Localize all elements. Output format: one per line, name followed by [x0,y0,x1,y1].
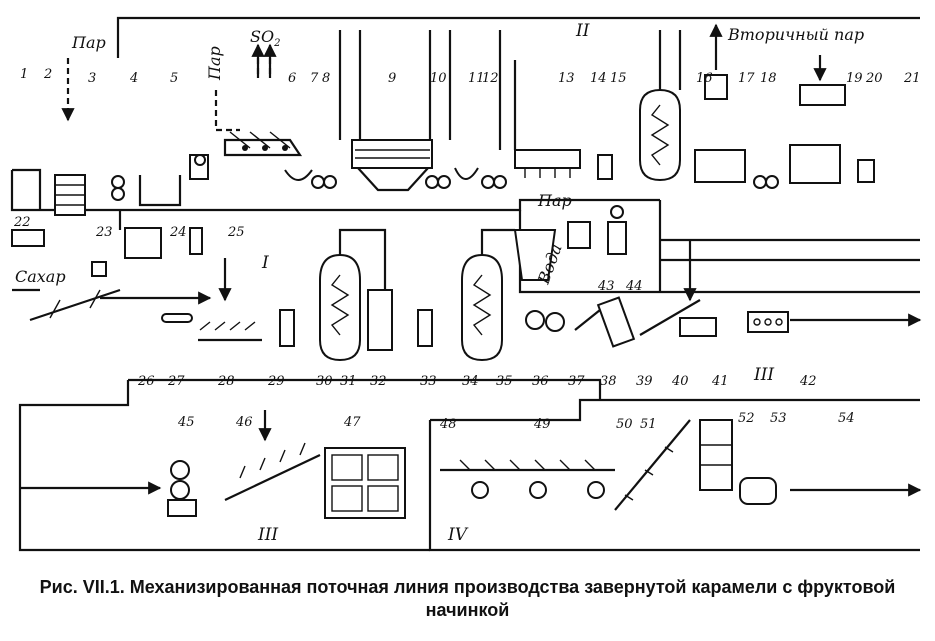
steam-label-3: Пар [537,191,572,210]
callout-24: 24 [169,225,187,240]
station-19-20-21 [789,55,875,184]
callout-22: 22 [13,215,31,230]
callout-49: 49 [533,417,551,432]
callout-5: 5 [170,71,178,86]
callout-46: 46 [235,415,253,430]
callout-14: 14 [590,71,607,86]
callout-17: 17 [738,71,755,86]
callout-41: 41 [711,374,729,389]
callout-52: 52 [738,411,755,426]
callout-42: 42 [799,374,817,389]
section-III-label-b: III [257,525,278,545]
station-36-to-42 [525,296,789,348]
secondary-steam-label: Вторичный пар [727,25,864,44]
callout-51: 51 [640,417,657,432]
callout-4: 4 [129,71,138,86]
callout-37: 37 [568,374,585,389]
section-II-label: II [575,21,590,41]
callout-39: 39 [636,374,653,389]
callout-7: 7 [310,71,319,86]
callout-31: 31 [340,374,357,389]
callout-32: 32 [370,374,387,389]
callout-13: 13 [558,71,575,86]
callout-34: 34 [462,374,479,389]
station-29-to-35 [279,229,557,362]
section-boundaries [10,16,920,552]
callout-53: 53 [770,411,787,426]
callout-43: 43 [597,279,615,294]
station-6-sulfiter [223,131,303,157]
station-22-23-24-25 [11,227,203,277]
station-15-cooker [639,88,681,182]
callout-33: 33 [420,374,437,389]
callout-9: 9 [388,71,396,86]
section-I-label: I [261,253,269,273]
callout-27: 27 [167,374,185,389]
callout-44: 44 [625,279,643,294]
station-1-tank [12,168,86,216]
steam-label-2: Пар [205,46,224,81]
station-10-11-12 [425,167,507,189]
station-7-8 [284,169,337,189]
steam-label-1: Пар [71,33,106,52]
steam-inputs [61,23,723,132]
station-9-boiler [351,139,433,192]
callout-10: 10 [430,71,447,86]
figure-caption: Рис. VII.1. Механизированная поточная ли… [39,577,896,620]
callout-3: 3 [88,71,96,86]
station-26-27-28 [29,288,262,342]
callout-16: 16 [696,71,713,86]
callout-8: 8 [322,71,330,86]
callout-6: 6 [288,71,296,86]
section-IV-label: IV [447,525,469,545]
callout-54: 54 [838,411,855,426]
sugar-label: Сахар [15,267,66,286]
process-flow-diagram: Пар Пар SO2 Вторичный пар Сахар Пар Вода… [10,16,922,552]
station-3-4-5 [111,154,209,207]
flow-lines [12,30,922,327]
station-16-17-18 [694,74,779,189]
callout-45: 45 [177,415,195,430]
callout-25: 25 [227,225,245,240]
callout-30: 30 [316,374,333,389]
callout-23: 23 [95,225,113,240]
callout-28: 28 [217,374,235,389]
callout-20: 20 [865,71,883,86]
station-48-to-54 [440,419,922,511]
callout-38: 38 [600,374,617,389]
callout-2: 2 [43,67,52,82]
station-13-14 [514,149,613,180]
callout-40: 40 [671,374,689,389]
callout-18: 18 [760,71,777,86]
callout-35: 35 [496,374,513,389]
callout-47: 47 [343,415,361,430]
callout-19: 19 [846,71,863,86]
so2-label: SO2 [250,27,280,49]
station-45-46-47 [20,410,406,519]
callout-26: 26 [137,374,155,389]
section-III-label-a: III [753,365,774,385]
callout-numbers: 1 2 3 4 5 6 7 8 9 10 11 12 13 14 15 16 1… [13,67,921,432]
callout-29: 29 [267,374,285,389]
callout-15: 15 [610,71,627,86]
callout-36: 36 [532,374,549,389]
callout-21: 21 [903,71,921,86]
callout-1: 1 [20,67,28,82]
callout-11: 11 [468,71,485,86]
text-labels: Пар Пар SO2 Вторичный пар Сахар Пар Вода… [15,21,864,545]
station-43-44 [567,205,627,255]
callout-50: 50 [616,417,633,432]
callout-48: 48 [439,417,457,432]
callout-12: 12 [482,71,499,86]
